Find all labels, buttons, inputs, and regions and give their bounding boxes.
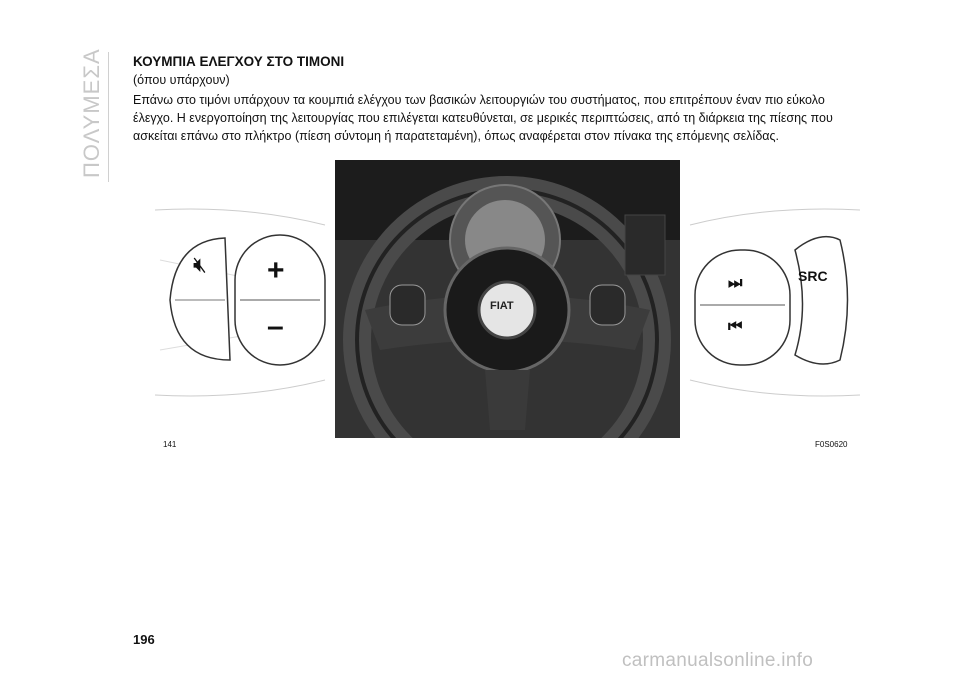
page-number: 196 <box>133 632 155 647</box>
section-divider <box>108 52 109 182</box>
section-subheading: (όπου υπάρχουν) <box>133 73 230 87</box>
steering-controls-figure: 🔇︎ + – FIAT ⏭︎ ⏮︎ SRC <box>155 160 860 440</box>
fiat-logo: FIAT <box>490 300 514 312</box>
steering-wheel-photo: FIAT <box>335 160 680 438</box>
mute-icon: 🔇︎ <box>193 252 207 277</box>
skip-forward-icon: ⏭︎ <box>728 275 743 292</box>
left-button-diagram <box>155 208 326 397</box>
watermark: carmanualsonline.info <box>622 650 814 671</box>
skip-back-icon: ⏮︎ <box>728 318 743 335</box>
section-tab: ΠΟΛΥΜΕΣΑ <box>79 48 104 178</box>
section-heading: ΚΟΥΜΠΙΑ ΕΛΕΓΧΟΥ ΣΤΟ ΤΙΜΟΝΙ <box>133 54 345 69</box>
volume-up-label: + <box>267 254 285 287</box>
right-button-diagram <box>689 208 860 397</box>
body-paragraph: Επάνω στο τιμόνι υπάρχουν τα κουμπιά ελέ… <box>133 93 833 143</box>
figure-code: F0S0620 <box>815 440 848 449</box>
src-label: SRC <box>798 268 828 284</box>
volume-down-label: – <box>267 310 284 343</box>
figure-number: 141 <box>163 440 177 449</box>
